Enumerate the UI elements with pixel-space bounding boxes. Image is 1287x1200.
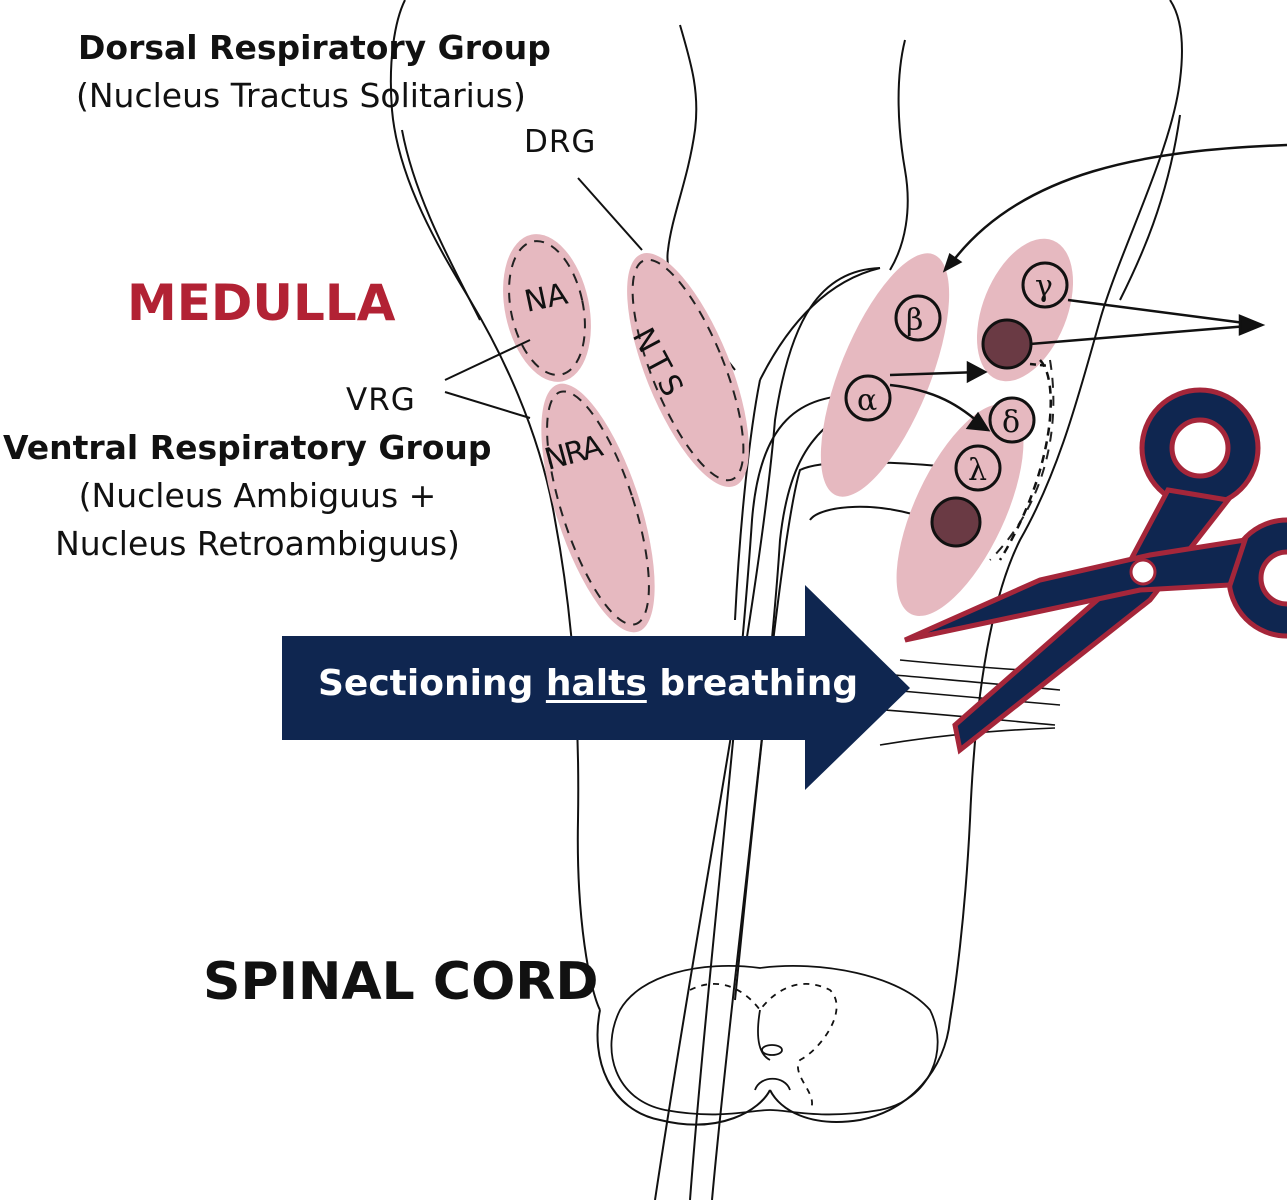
svg-text:λ: λ — [968, 453, 987, 488]
vrg-title: Ventral Respiratory Group — [3, 428, 492, 467]
drg-subtitle: (Nucleus Tractus Solitarius) — [76, 76, 526, 115]
scissors-icon — [903, 387, 1287, 755]
drg-abbr: DRG — [524, 124, 597, 160]
svg-text:α: α — [857, 383, 877, 418]
nucleus-nra — [541, 383, 655, 633]
neuron-lambda — [954, 444, 1002, 492]
drg-title: Dorsal Respiratory Group — [78, 28, 551, 67]
neuron-gamma — [1021, 261, 1069, 309]
vrg-subtitle-line-1: (Nucleus Ambiguus + — [78, 476, 437, 515]
neuron-beta — [894, 294, 942, 342]
svg-text:δ: δ — [1002, 405, 1020, 440]
svg-text:β: β — [906, 303, 923, 338]
svg-text:γ: γ — [1035, 269, 1053, 304]
neuron-hatched-lower — [930, 496, 982, 548]
arrow-caption-emphasis: halts — [545, 663, 647, 704]
nuclei-outlines — [508, 240, 1055, 626]
nucleus-nts — [627, 253, 749, 487]
neuron-hatched-upper — [981, 318, 1033, 370]
neurons: β α γ δ λ — [844, 261, 1069, 548]
arrow-caption: Sectioning halts breathing — [318, 663, 858, 704]
label-pointers — [444, 177, 643, 419]
spinal-cord-label: SPINAL CORD — [203, 952, 599, 1012]
vrg-abbr: VRG — [346, 382, 416, 418]
neuron-connections — [889, 143, 1287, 561]
neuron-delta — [988, 396, 1036, 444]
brainstem-outline — [389, 0, 1183, 1126]
arrow-caption-end: breathing — [646, 663, 859, 704]
neuron-alpha — [844, 374, 892, 422]
arrow-caption-start: Sectioning — [318, 663, 546, 704]
vrg-subtitle-line-2: Nucleus Retroambiguus) — [55, 524, 460, 563]
nucleus-na — [503, 234, 591, 382]
sectioning-arrow — [282, 585, 910, 790]
spinal-cord-cross-section — [610, 965, 939, 1116]
medulla-label: MEDULLA — [127, 274, 396, 332]
